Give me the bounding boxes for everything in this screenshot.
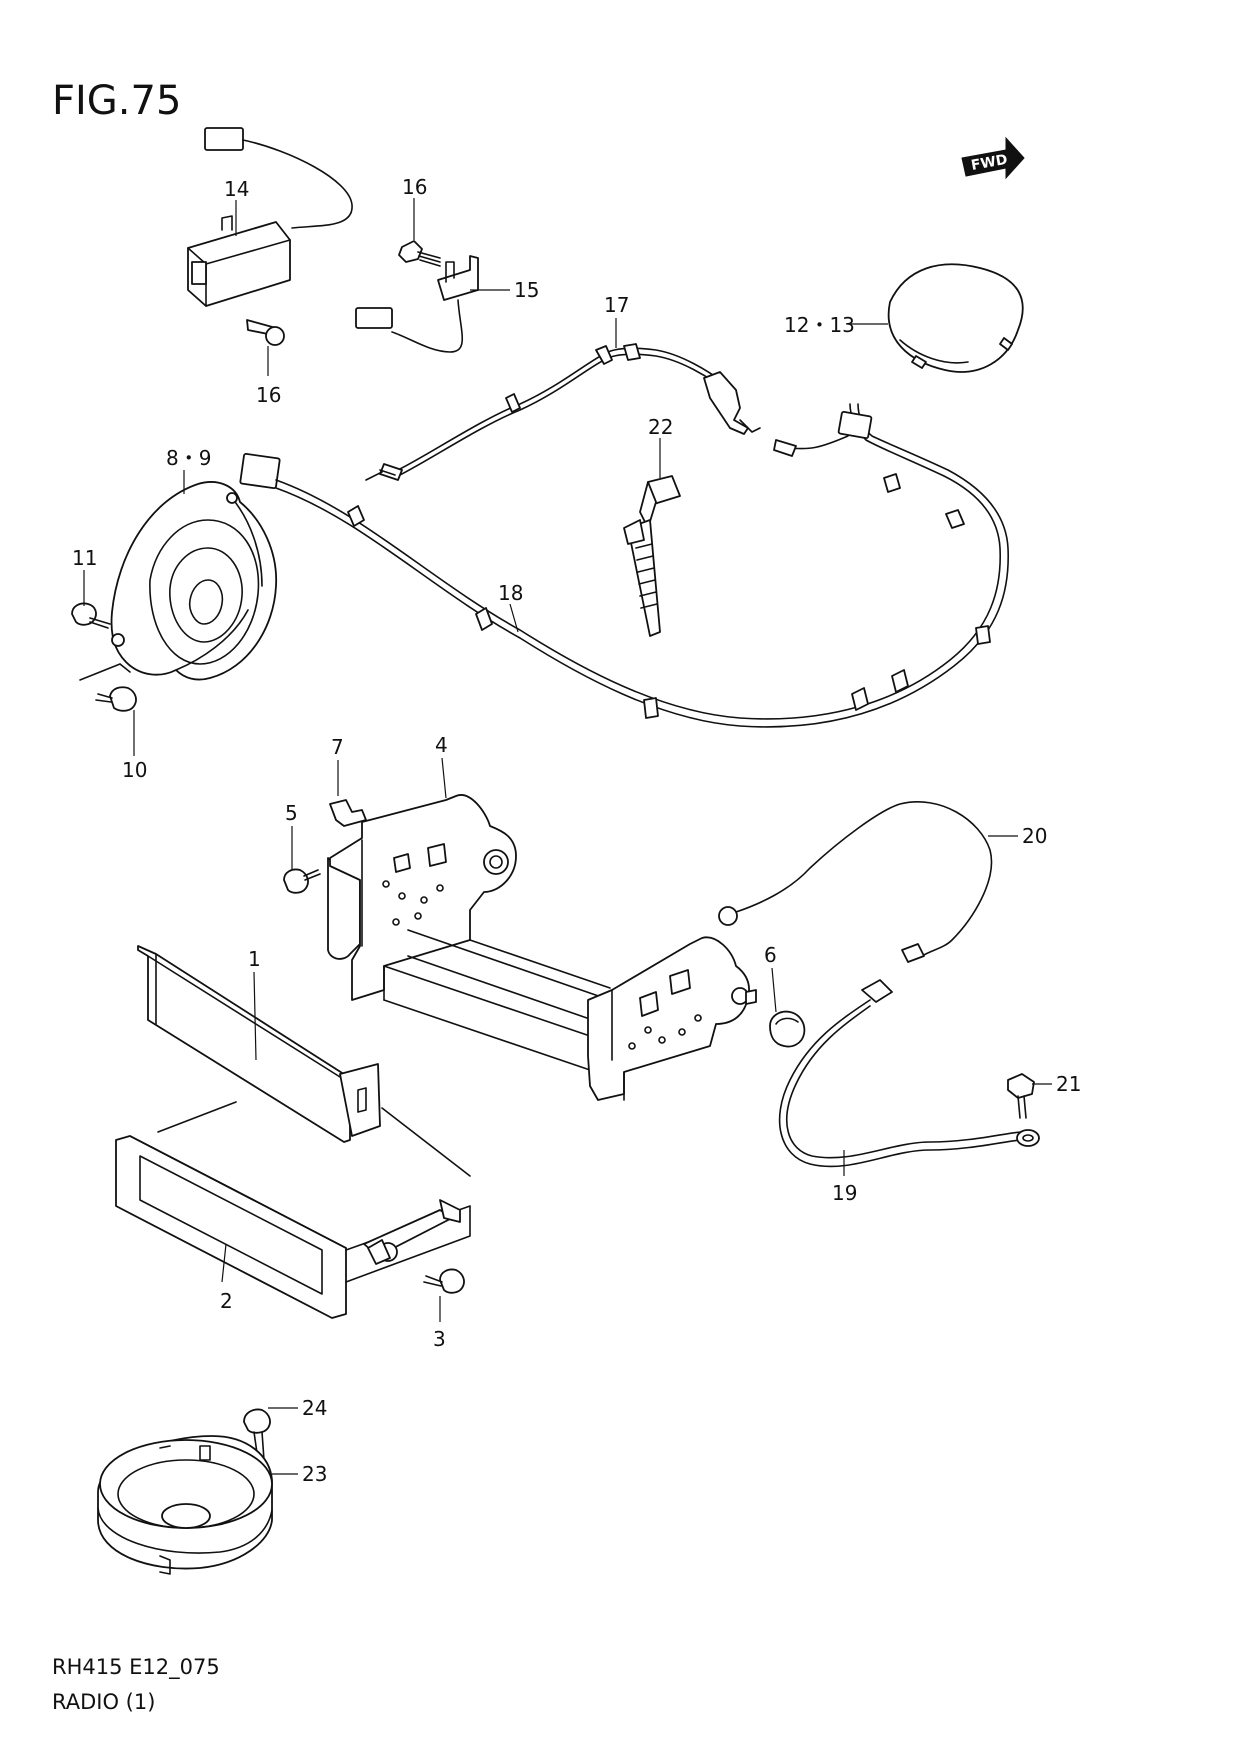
part-18-harness	[239, 403, 1009, 728]
leader-lines	[83, 198, 1052, 1475]
callout-21: 21	[1056, 1072, 1081, 1096]
callout-labels: 14 16 15 16 17 12・13 22 8・9 11 10 18 7 4…	[72, 175, 1081, 1486]
part-17-feeder-cable	[365, 343, 761, 481]
callout-8-9: 8・9	[166, 446, 211, 470]
part-21-bolt	[1007, 1073, 1035, 1119]
callout-7: 7	[331, 735, 344, 759]
callout-5: 5	[285, 801, 298, 825]
figure-title: FIG.75	[52, 78, 182, 124]
part-22-cable-tie	[623, 475, 681, 637]
part-10-screw	[79, 663, 137, 712]
part-3-screw	[423, 1268, 465, 1294]
callout-3: 3	[433, 1327, 446, 1351]
callout-10: 10	[122, 758, 147, 782]
callout-17: 17	[604, 293, 629, 317]
callout-22: 22	[648, 415, 673, 439]
callout-20: 20	[1022, 824, 1047, 848]
callout-16-lower: 16	[256, 383, 281, 407]
part-23-ring	[97, 1435, 273, 1575]
callout-1: 1	[248, 947, 261, 971]
part-1-plate	[137, 945, 381, 1143]
callout-15: 15	[514, 278, 539, 302]
part-5-screw	[283, 868, 321, 894]
callout-2: 2	[220, 1289, 233, 1313]
figure-code: RH415 E12_075	[52, 1655, 220, 1679]
part-4-bracket	[327, 794, 757, 1101]
part-19-cable	[778, 979, 1040, 1168]
figure-name: RADIO (1)	[52, 1690, 156, 1714]
part-16-bolt-upper	[398, 240, 441, 267]
callout-6: 6	[764, 943, 777, 967]
part-15-bracket	[355, 255, 479, 353]
callout-11: 11	[72, 546, 97, 570]
part-12-13-cap	[887, 263, 1024, 373]
part-14-amplifier	[187, 127, 353, 346]
part-2-pocket	[115, 1101, 471, 1319]
part-6-bushing	[769, 1010, 806, 1048]
part-24-screw	[243, 1408, 271, 1461]
callout-12-13: 12・13	[784, 313, 855, 337]
callout-14: 14	[224, 177, 249, 201]
fwd-arrow-icon: FWD	[961, 136, 1025, 180]
part-20-cable	[718, 801, 993, 963]
callout-4: 4	[435, 733, 448, 757]
callout-18: 18	[498, 581, 523, 605]
part-11-screw	[71, 602, 111, 629]
callout-24: 24	[302, 1396, 327, 1420]
part-7-clip	[329, 799, 367, 827]
callout-19: 19	[832, 1181, 857, 1205]
callout-23: 23	[302, 1462, 327, 1486]
callout-16-upper: 16	[402, 175, 427, 199]
fwd-label: FWD	[970, 152, 1009, 174]
part-8-9-speaker	[110, 481, 277, 681]
